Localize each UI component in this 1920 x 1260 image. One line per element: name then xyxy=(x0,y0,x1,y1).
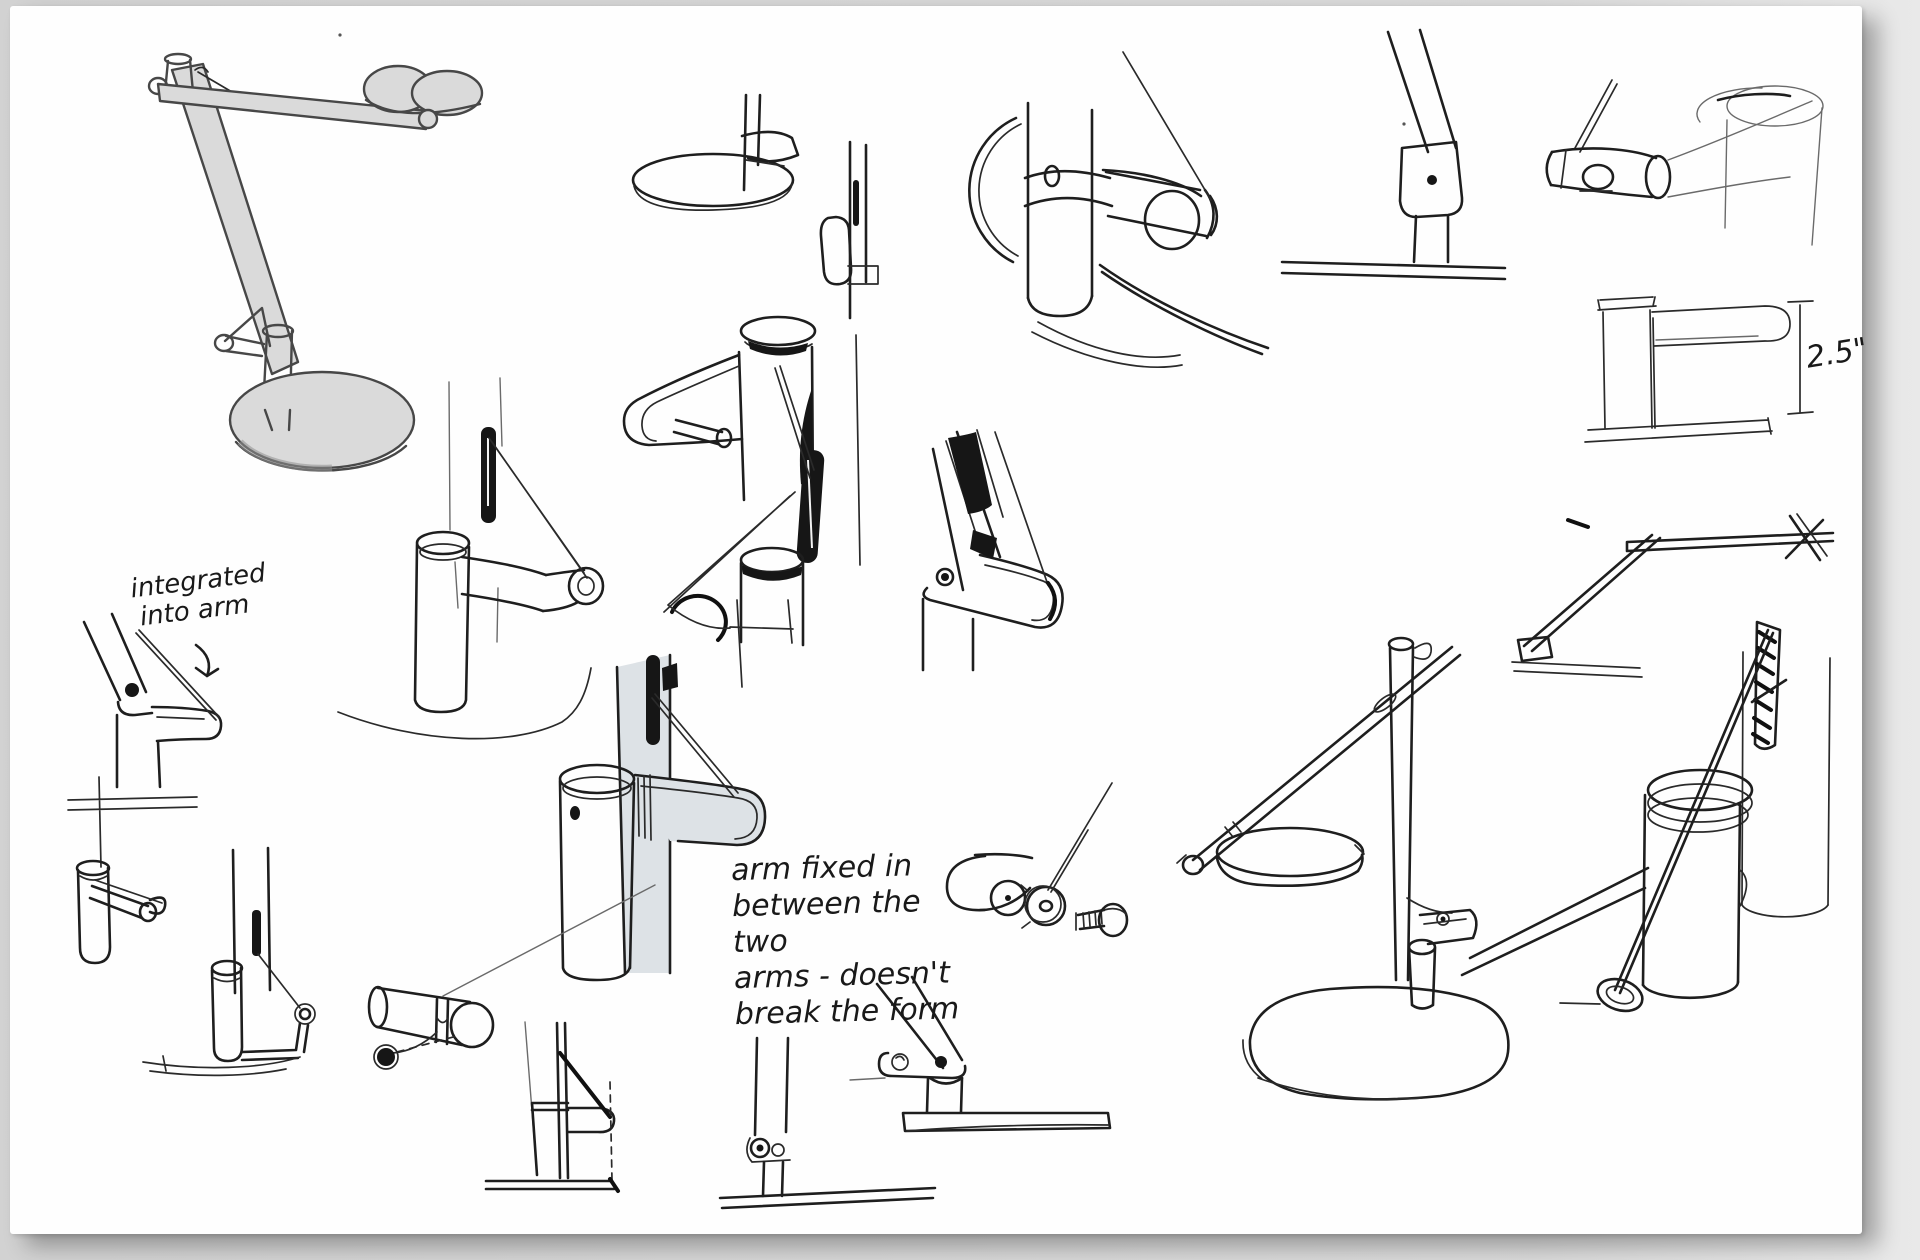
hinge-joint-sketch xyxy=(1280,28,1507,281)
pole-tube-crank-sketch xyxy=(142,846,316,1077)
capped-pole-arm-sketch xyxy=(622,315,861,688)
cylinder-button-cord-sketch xyxy=(367,884,656,1070)
rod-clip-cylinder-sketch xyxy=(819,140,879,320)
desk-lamp-overview-sketch xyxy=(147,33,484,472)
pole-foot-joint-sketch xyxy=(718,1036,937,1210)
post-arm-dimension-sketch xyxy=(1584,296,1814,443)
lamp-disc-shade-sketch xyxy=(1176,636,1510,1101)
arm-on-base-plate-sketch xyxy=(849,975,1112,1133)
pin-washer-screw-sketch xyxy=(945,782,1129,938)
integrated-arm-joint-sketch xyxy=(67,612,223,868)
strap-cylinder-mechanism-sketch xyxy=(968,51,1270,368)
elbow-joint-sketch xyxy=(921,429,1064,672)
twin-cylinders-rod-loop-sketch xyxy=(1460,620,1831,1013)
tube-cross-pin-sketch xyxy=(75,859,167,965)
flat-bar-lamp-sketch xyxy=(1511,513,1835,678)
head-on-post-sketch xyxy=(1545,79,1824,246)
disc-base-rod-sketch xyxy=(631,93,800,211)
pole-slot-arm-shaded-sketch xyxy=(558,653,767,982)
pole-slot-pulley-arm-sketch xyxy=(337,377,605,740)
post-tab-dashed-sketch xyxy=(484,1021,620,1193)
annotation-arm-fixed: arm fixed in between the two arms - does… xyxy=(730,848,960,1033)
